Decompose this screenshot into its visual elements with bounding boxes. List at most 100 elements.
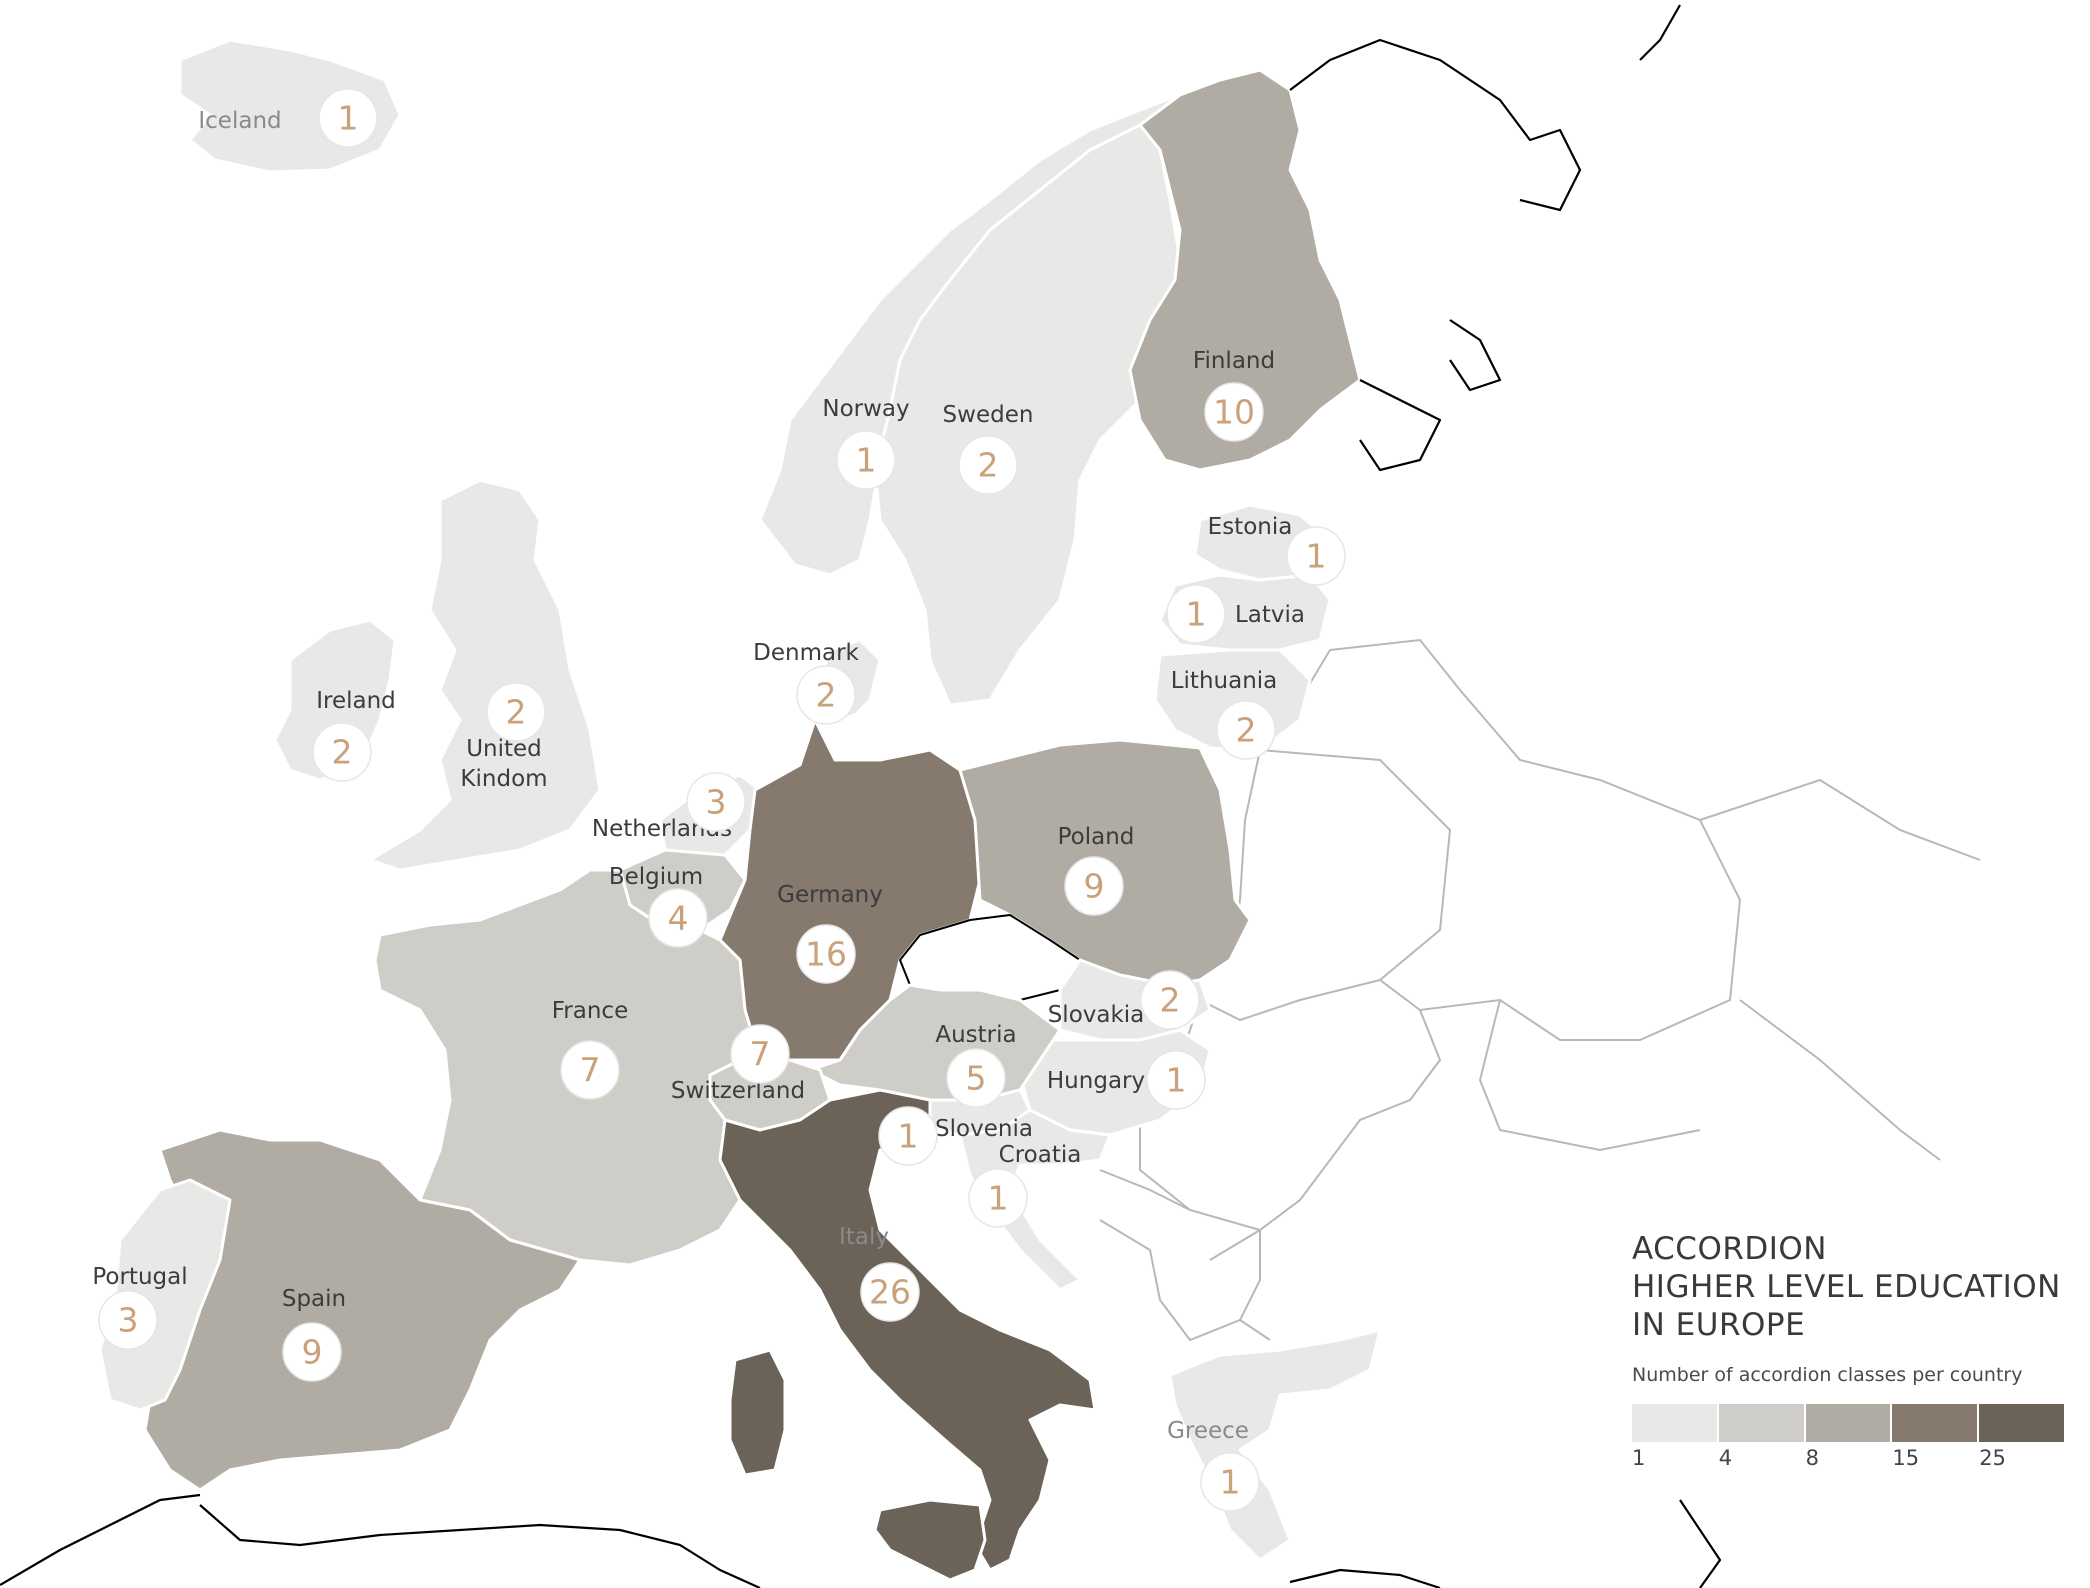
country-label-lithuania: Lithuania xyxy=(1171,668,1278,694)
country-label-italy: Italy xyxy=(839,1224,889,1250)
legend-tick-label: 15 xyxy=(1892,1446,1920,1470)
value-badge-circle xyxy=(968,1168,1028,1228)
value-badge-slovenia: 1 xyxy=(878,1106,938,1166)
legend-tick-label: 4 xyxy=(1718,1446,1733,1470)
value-badge-circle xyxy=(1216,700,1276,760)
value-badge-austria: 5 xyxy=(946,1048,1006,1108)
legend-swatch xyxy=(1718,1404,1806,1442)
value-badge-circle xyxy=(560,1040,620,1100)
country-label-denmark: Denmark xyxy=(753,640,859,666)
value-badge-number: 1 xyxy=(1220,1463,1241,1502)
value-badge-number: 26 xyxy=(869,1273,911,1312)
value-badge-circle xyxy=(486,682,546,742)
value-badge-france: 7 xyxy=(560,1040,620,1100)
legend-tick-label: 1 xyxy=(1632,1446,1646,1470)
legend-tick-label: 25 xyxy=(1979,1446,2006,1470)
value-badge-number: 2 xyxy=(506,693,527,732)
value-badge-norway: 1 xyxy=(836,430,896,490)
legend-swatch xyxy=(1805,1404,1893,1442)
value-badge-number: 1 xyxy=(1166,1061,1187,1100)
value-badge-denmark: 2 xyxy=(796,665,856,725)
value-badge-circle xyxy=(860,1262,920,1322)
value-badge-number: 2 xyxy=(332,733,353,772)
value-badge-number: 16 xyxy=(805,935,847,974)
value-badge-switzerland: 7 xyxy=(730,1024,790,1084)
value-badge-circle xyxy=(946,1048,1006,1108)
country-label-austria: Austria xyxy=(935,1022,1016,1048)
value-badge-united-kingdom: 2 xyxy=(486,682,546,742)
country-label-sweden: Sweden xyxy=(943,402,1034,428)
value-badge-circle xyxy=(1204,382,1264,442)
value-badge-circle xyxy=(686,772,746,832)
value-badge-number: 1 xyxy=(1186,595,1207,634)
value-badge-number: 2 xyxy=(978,446,999,485)
country-label-greece: Greece xyxy=(1167,1418,1249,1444)
legend-swatch xyxy=(1979,1404,2066,1442)
value-badge-iceland: 1 xyxy=(318,88,378,148)
legend-title: ACCORDION HIGHER LEVEL EDUCATION IN EURO… xyxy=(1632,1230,2072,1344)
value-badge-hungary: 1 xyxy=(1146,1050,1206,1110)
legend-tick-label: 8 xyxy=(1805,1446,1819,1470)
value-badge-italy: 26 xyxy=(860,1262,920,1322)
value-badge-number: 2 xyxy=(1236,711,1257,750)
country-label-slovakia: Slovakia xyxy=(1048,1002,1145,1028)
value-badge-croatia: 1 xyxy=(968,1168,1028,1228)
legend-title-line: HIGHER LEVEL EDUCATION xyxy=(1632,1269,2061,1305)
value-badge-lithuania: 2 xyxy=(1216,700,1276,760)
value-badge-circle xyxy=(1146,1050,1206,1110)
value-badge-circle xyxy=(1200,1452,1260,1512)
value-badge-circle xyxy=(796,665,856,725)
value-badge-number: 1 xyxy=(1306,537,1327,576)
value-badge-number: 1 xyxy=(988,1179,1009,1218)
legend-swatch xyxy=(1892,1404,1980,1442)
country-label-norway: Norway xyxy=(822,396,909,422)
value-badge-circle xyxy=(836,430,896,490)
value-badge-number: 4 xyxy=(668,899,689,938)
value-badge-number: 5 xyxy=(966,1059,987,1098)
value-badge-number: 7 xyxy=(750,1035,771,1074)
legend-swatch xyxy=(1632,1404,1719,1442)
value-badge-circle xyxy=(1140,970,1200,1030)
value-badge-belgium: 4 xyxy=(648,888,708,948)
country-label-latvia: Latvia xyxy=(1235,602,1305,628)
value-badge-circle xyxy=(648,888,708,948)
country-label-france: France xyxy=(552,998,628,1024)
value-badge-circle xyxy=(1286,526,1346,586)
value-badge-portugal: 3 xyxy=(98,1290,158,1350)
country-label-croatia: Croatia xyxy=(999,1142,1082,1168)
value-badge-number: 9 xyxy=(1084,867,1105,906)
value-badge-germany: 16 xyxy=(796,924,856,984)
value-badge-number: 3 xyxy=(706,783,727,822)
value-badge-number: 1 xyxy=(338,99,359,138)
country-label-ireland: Ireland xyxy=(316,688,396,714)
value-badge-number: 3 xyxy=(118,1301,139,1340)
value-badge-number: 1 xyxy=(856,441,877,480)
legend-title-line: IN EUROPE xyxy=(1632,1307,1806,1343)
value-badge-circle xyxy=(1166,584,1226,644)
country-label-portugal: Portugal xyxy=(92,1264,187,1290)
value-badge-circle xyxy=(98,1290,158,1350)
country-label-united-kingdom: Kindom xyxy=(460,766,547,792)
value-badge-sweden: 2 xyxy=(958,435,1018,495)
value-badge-ireland: 2 xyxy=(312,722,372,782)
country-shape-greece xyxy=(1168,1328,1382,1562)
country-label-united-kingdom: United xyxy=(466,736,542,762)
value-badge-circle xyxy=(282,1322,342,1382)
country-label-iceland: Iceland xyxy=(198,108,281,134)
value-badge-spain: 9 xyxy=(282,1322,342,1382)
legend-subtitle: Number of accordion classes per country xyxy=(1632,1364,2023,1386)
coastlines xyxy=(0,4,1722,1588)
value-badge-circle xyxy=(312,722,372,782)
country-shape-sicily xyxy=(873,1498,987,1582)
value-badge-netherlands: 3 xyxy=(686,772,746,832)
country-label-hungary: Hungary xyxy=(1047,1068,1145,1094)
value-badge-number: 2 xyxy=(1160,981,1181,1020)
value-badge-circle xyxy=(730,1024,790,1084)
country-label-belgium: Belgium xyxy=(609,864,703,890)
country-label-spain: Spain xyxy=(282,1286,346,1312)
legend-title-line: ACCORDION xyxy=(1632,1231,1827,1267)
value-badge-circle xyxy=(318,88,378,148)
